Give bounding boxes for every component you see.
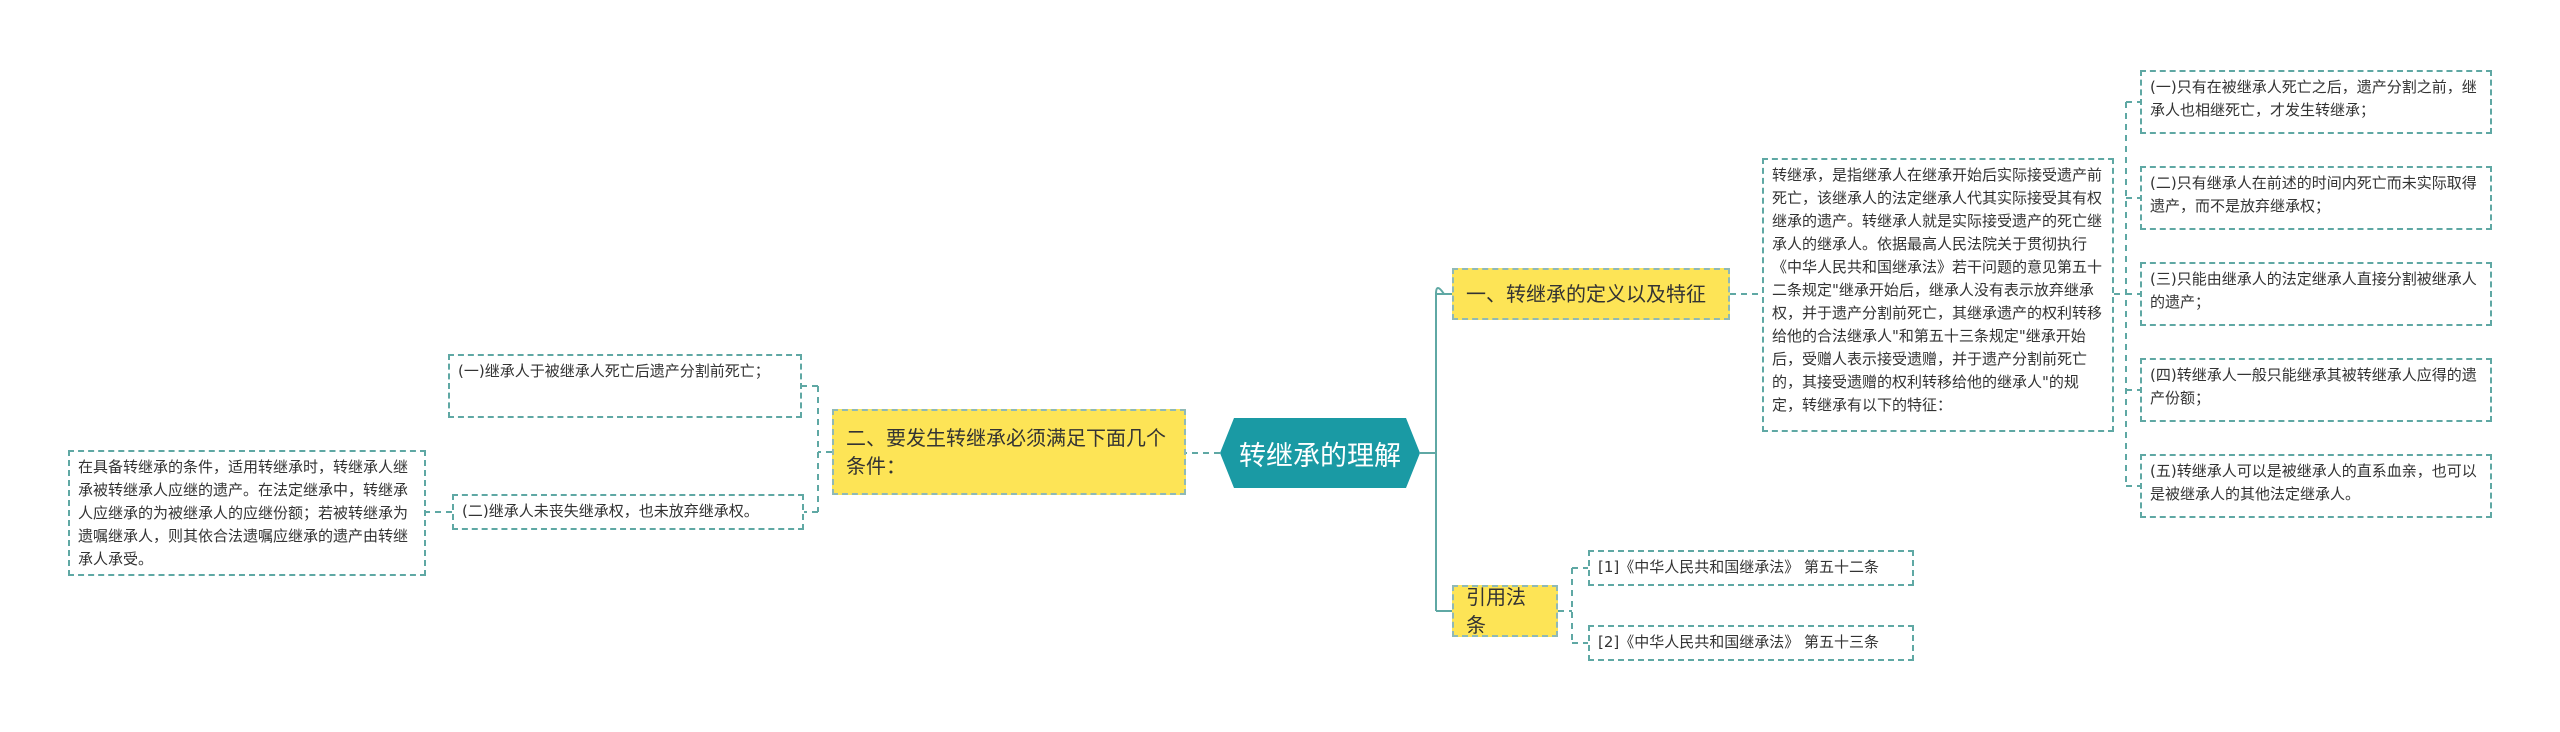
definition-description[interactable]: 转继承，是指继承人在继承开始后实际接受遗产前死亡，该继承人的法定继承人代其实际接… [1762, 158, 2114, 432]
reference-item-text: [1]《中华人民共和国继承法》 第五十二条 [1598, 558, 1880, 576]
connector-cond-branches [802, 385, 818, 513]
branch-conditions-label: 二、要发生转继承必须满足下面几个条件： [846, 426, 1166, 478]
connector-ref-branches [1572, 567, 1588, 644]
reference-item-2[interactable]: [2]《中华人民共和国继承法》 第五十三条 [1588, 625, 1914, 661]
condition-item-1[interactable]: (一)继承人于被继承人死亡后遗产分割前死亡； [448, 354, 802, 418]
branch-conditions[interactable]: 二、要发生转继承必须满足下面几个条件： [832, 409, 1186, 495]
condition-item-text: (二)继承人未丧失继承权，也未放弃继承权。 [462, 502, 759, 520]
feature-item-text: (一)只有在被继承人死亡之后，遗产分割之前，继承人也相继死亡，才发生转继承； [2150, 78, 2477, 119]
definition-description-text: 转继承，是指继承人在继承开始后实际接受遗产前死亡，该继承人的法定继承人代其实际接… [1772, 166, 2103, 414]
feature-item-5[interactable]: (五)转继承人可以是被继承人的直系血亲，也可以是被继承人的其他法定继承人。 [2140, 454, 2492, 518]
branch-definition-label: 一、转继承的定义以及特征 [1466, 282, 1706, 306]
feature-item-3[interactable]: (三)只能由继承人的法定继承人直接分割被继承人的遗产； [2140, 262, 2492, 326]
root-node[interactable]: 转继承的理解 [1220, 418, 1420, 488]
feature-item-text: (四)转继承人一般只能继承其被转继承人应得的遗产份额； [2150, 366, 2477, 407]
branch-references[interactable]: 引用法条 [1452, 585, 1558, 637]
feature-item-2[interactable]: (二)只有继承人在前述的时间内死亡而未实际取得遗产，而不是放弃继承权； [2140, 166, 2492, 230]
feature-item-text: (三)只能由继承人的法定继承人直接分割被继承人的遗产； [2150, 270, 2477, 311]
reference-item-text: [2]《中华人民共和国继承法》 第五十三条 [1598, 633, 1880, 651]
branch-definition[interactable]: 一、转继承的定义以及特征 [1452, 268, 1730, 320]
feature-item-4[interactable]: (四)转继承人一般只能继承其被转继承人应得的遗产份额； [2140, 358, 2492, 422]
feature-item-text: (五)转继承人可以是被继承人的直系血亲，也可以是被继承人的其他法定继承人。 [2150, 462, 2477, 503]
feature-item-1[interactable]: (一)只有在被继承人死亡之后，遗产分割之前，继承人也相继死亡，才发生转继承； [2140, 70, 2492, 134]
connector-right-trunk [1435, 287, 1445, 611]
feature-item-text: (二)只有继承人在前述的时间内死亡而未实际取得遗产，而不是放弃继承权； [2150, 174, 2477, 215]
condition-detail[interactable]: 在具备转继承的条件，适用转继承时，转继承人继承被转继承人应继的遗产。在法定继承中… [68, 450, 426, 576]
reference-item-1[interactable]: [1]《中华人民共和国继承法》 第五十二条 [1588, 550, 1914, 586]
condition-item-text: (一)继承人于被继承人死亡后遗产分割前死亡； [458, 362, 770, 380]
connector-feature-branches [2126, 101, 2140, 487]
root-label: 转继承的理解 [1239, 440, 1401, 472]
condition-item-2[interactable]: (二)继承人未丧失继承权，也未放弃继承权。 [452, 494, 804, 530]
condition-detail-text: 在具备转继承的条件，适用转继承时，转继承人继承被转继承人应继的遗产。在法定继承中… [78, 458, 409, 568]
branch-references-label: 引用法条 [1466, 585, 1526, 637]
